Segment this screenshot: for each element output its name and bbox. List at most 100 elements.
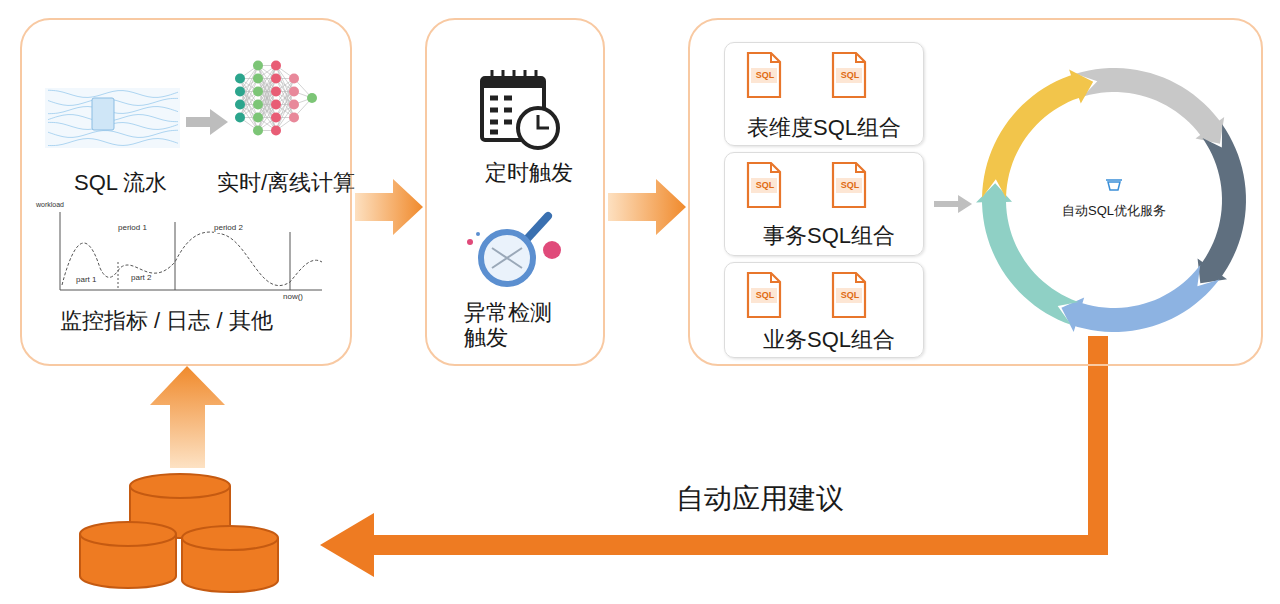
file-tag: SQL	[748, 290, 782, 300]
flow-arrow	[934, 195, 972, 213]
net-neuron	[253, 87, 263, 97]
trigger-text: 定时触发	[485, 160, 573, 185]
net-neuron	[271, 87, 281, 97]
chart-part-line	[118, 262, 119, 290]
apply-arrow-shaft	[372, 336, 1098, 545]
stream-line	[48, 130, 178, 137]
file-fold	[856, 273, 865, 282]
calendar-grid	[490, 98, 512, 132]
chart-axes	[60, 212, 322, 290]
net-neuron	[289, 100, 299, 110]
anomaly-icon	[467, 216, 561, 284]
net-neuron	[289, 87, 299, 97]
file-fold	[771, 273, 780, 282]
cycle-segment	[1061, 265, 1219, 332]
file-tag: SQL	[833, 290, 867, 300]
net-link	[258, 92, 276, 131]
workload-chart	[60, 212, 322, 290]
stage-arrow	[608, 179, 686, 235]
net-link	[276, 92, 294, 131]
net-neuron	[253, 74, 263, 84]
chart-label: part 2	[131, 274, 151, 283]
file-fold	[856, 53, 865, 62]
calendar-rings	[492, 70, 536, 84]
net-neuron	[271, 126, 281, 136]
net-neuron	[235, 74, 245, 84]
file-fold	[771, 163, 780, 172]
chart-label: now()	[283, 293, 303, 302]
file-fold	[856, 163, 865, 172]
stream-line	[48, 139, 178, 146]
db-top	[130, 474, 230, 498]
cycle-ring	[978, 64, 1250, 336]
optimize-panel: SQL SQL 表维度SQL组合 SQL SQL 事务SQL组合 SQL SQL 业务SQL组合…	[688, 18, 1263, 366]
sql-stream-picture	[45, 88, 180, 148]
chart-curve	[62, 232, 322, 286]
alert-spark	[476, 232, 480, 236]
trigger-text: 异常检测 触发	[464, 300, 564, 351]
magnifier-cross	[492, 248, 522, 268]
net-neuron	[253, 126, 263, 136]
net-neuron	[271, 74, 281, 84]
feed-arrow	[150, 366, 225, 468]
chart-label: part 1	[76, 276, 96, 285]
timer-icon	[482, 70, 558, 148]
net-neuron	[307, 93, 317, 103]
file-tag: SQL	[833, 180, 867, 190]
sql-group-box: SQL SQL 事务SQL组合	[724, 152, 924, 256]
net-neuron	[271, 113, 281, 123]
clock-hands	[538, 115, 549, 128]
sql-group-box: SQL SQL 业务SQL组合	[724, 262, 924, 358]
stage-text: 实时/离线计算	[217, 170, 355, 195]
net-neuron	[289, 113, 299, 123]
net-neuron	[235, 87, 245, 97]
chart-label: period 1	[118, 224, 147, 233]
neural-net-icon	[235, 61, 317, 136]
cycle-segment	[982, 70, 1093, 199]
chart-label: workload	[36, 201, 64, 209]
sql-group-box: SQL SQL 表维度SQL组合	[724, 42, 924, 146]
alert-spark	[467, 239, 473, 245]
file-tag: SQL	[748, 70, 782, 80]
stream-ground	[45, 88, 180, 148]
database-stack	[80, 474, 278, 592]
service-cycle: 自动SQL优化服务	[978, 64, 1250, 336]
net-neuron	[235, 100, 245, 110]
magnifier-handle	[526, 216, 548, 240]
stage-text: 监控指标 / 日志 / 其他	[60, 308, 273, 333]
alert-dot	[543, 241, 561, 259]
service-name: 自动SQL优化服务	[978, 204, 1250, 219]
stream-line	[48, 90, 178, 97]
net-neuron	[253, 61, 263, 71]
stage-text: SQL 流水	[74, 170, 167, 195]
db-top	[80, 522, 176, 546]
net-neuron	[253, 113, 263, 123]
stream-doc	[92, 98, 114, 130]
net-neuron	[271, 100, 281, 110]
group-title: 事务SQL组合	[763, 223, 895, 248]
apply-arrow-head	[320, 513, 374, 577]
service-icon	[1106, 180, 1122, 190]
net-neuron	[253, 100, 263, 110]
file-fold	[771, 53, 780, 62]
chart-period-line	[175, 222, 290, 290]
clock-face	[518, 108, 558, 148]
db-top	[182, 526, 278, 550]
net-link	[240, 79, 258, 118]
trigger-panel: 定时触发异常检测 触发	[425, 18, 605, 366]
chart-label: period 2	[214, 224, 243, 233]
flow-arrow	[186, 109, 228, 135]
magnifier-glass	[481, 232, 533, 284]
file-tag: SQL	[748, 180, 782, 190]
net-neuron	[235, 113, 245, 123]
group-title: 业务SQL组合	[763, 327, 895, 352]
cycle-segment	[1198, 124, 1246, 283]
file-tag: SQL	[833, 70, 867, 80]
flow-label: 自动应用建议	[676, 484, 844, 515]
net-neuron	[289, 74, 299, 84]
group-title: 表维度SQL组合	[747, 115, 901, 140]
cycle-segment	[1075, 68, 1224, 144]
stage-panel: SQL 流水 实时/离线计算监控指标 / 日志 / 其他	[20, 18, 352, 366]
stage-arrow	[355, 179, 423, 235]
